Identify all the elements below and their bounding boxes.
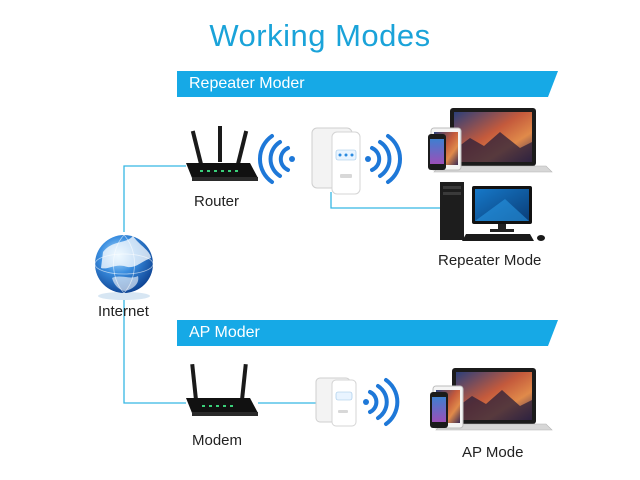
router-label: Router [194, 193, 240, 210]
modem-label: Modem [192, 432, 243, 449]
wifi-signal-icon [363, 378, 400, 426]
laptop-icon [433, 108, 553, 173]
page-title: Working Modes [209, 18, 431, 53]
ap-mode-label: AP Mode [462, 444, 524, 461]
repeater-to-desktop-line [330, 192, 440, 209]
wifi-signal-icon [365, 134, 402, 184]
tablet-icon [430, 127, 462, 171]
phone-icon [430, 392, 448, 428]
internet-to-router-line [123, 165, 186, 232]
repeater-icon [311, 127, 361, 195]
internet-label: Internet [98, 303, 149, 320]
desktop-computer-icon [440, 182, 545, 241]
phone-icon [428, 134, 446, 170]
wifi-signal-icon [258, 134, 295, 184]
repeater-icon [315, 377, 357, 427]
router-icon [186, 126, 258, 181]
ap-mode-banner: AP Moder [177, 320, 558, 346]
repeater-mode-label: Repeater Mode [438, 252, 542, 269]
repeater-mode-banner: Repeater Moder [177, 71, 558, 97]
globe-icon [94, 234, 154, 300]
modem-icon [186, 363, 258, 416]
connector-lines [123, 165, 440, 404]
tablet-icon [432, 385, 464, 429]
laptop-icon [435, 368, 553, 431]
